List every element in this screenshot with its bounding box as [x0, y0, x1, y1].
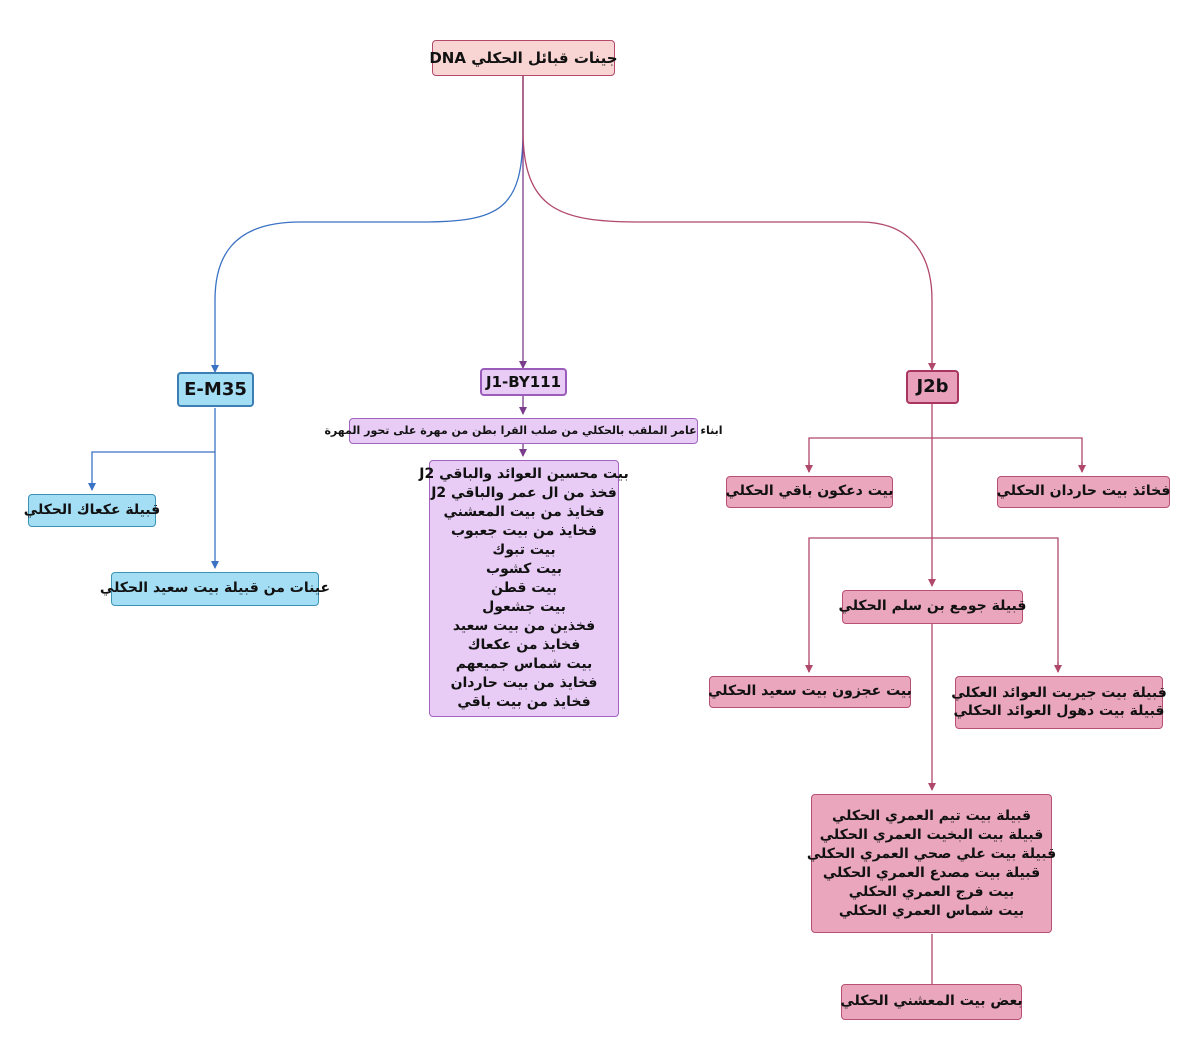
node-daakoon-label: بيت دعكون باقي الحكلي — [725, 483, 894, 500]
node-omari-tribes: قبيلة بيت تيم العمري الحكلي قبيلة بيت الب… — [807, 794, 1056, 933]
edge-j2b-mid-split — [808, 537, 1059, 672]
haplogroup-j2b: J2b — [906, 370, 959, 404]
haplogroup-j1-label: J1-BY111 — [485, 372, 562, 391]
node-ajzoon: بيت عجزون بيت سعيد الحكلي — [708, 676, 912, 708]
edge-root-to-j2b — [522, 76, 936, 371]
j1-list-line: فخايذ من عكعاك — [467, 637, 581, 653]
edge-j2b-top-split — [808, 437, 1083, 472]
j1-list-line: فخايذ من بيت جعبوب — [450, 523, 598, 539]
node-dahool-label: قبيلة بيت دهول العوائد الحكلي — [953, 702, 1165, 719]
node-hardan: فخائذ بيت حاردان الحكلي — [997, 476, 1170, 508]
omari-tribes-line: قبيلة بيت البخيت العمري الحكلي — [819, 826, 1044, 843]
j1-list-line: فخايذ من بيت حاردان — [450, 675, 598, 691]
j1-list-line: فخايذ من بيت المعشني — [443, 504, 605, 520]
omari-tribes-line: بيت فرج العمري الحكلي — [848, 883, 1015, 900]
omari-tribes-line: قبيلة بيت علي صحي العمري الحكلي — [806, 845, 1057, 862]
node-ajzoon-label: بيت عجزون بيت سعيد الحكلي — [708, 683, 912, 700]
j1-list-line: بيت قطن — [490, 580, 558, 596]
node-daakoon: بيت دعكون باقي الحكلي — [725, 476, 894, 508]
omari-tribes-line: قبيلة بيت تيم العمري الحكلي — [831, 807, 1032, 824]
node-hardan-label: فخائذ بيت حاردان الحكلي — [996, 483, 1171, 500]
root-label: جينات قبائل الحكلي DNA — [429, 48, 618, 67]
j1-list-line: فخايذ من بيت باقي — [457, 694, 591, 710]
j1-list-line: فخذين من بيت سعيد — [452, 618, 596, 634]
haplogroup-e-m35-label: E-M35 — [184, 378, 247, 400]
omari-tribes-line: بيت شماس العمري الحكلي — [838, 902, 1025, 919]
node-mashani-label: بعض بيت المعشني الحكلي — [840, 993, 1023, 1010]
node-jumaa-label: قبيلة جومع بن سلم الحكلي — [838, 598, 1027, 615]
node-j1-intro-label: ابناء عامر الملقب بالحكلي من صلب القرا ب… — [324, 424, 723, 438]
node-jumaa: قبيلة جومع بن سلم الحكلي — [839, 590, 1026, 624]
root-node: جينات قبائل الحكلي DNA — [429, 40, 618, 76]
node-j1-intro: ابناء عامر الملقب بالحكلي من صلب القرا ب… — [324, 418, 723, 444]
j1-list-line: فخذ من ال عمر والباقي J2 — [431, 485, 617, 501]
node-akaak: قبيلة عكعاك الحكلي — [24, 494, 160, 527]
node-jiriyt-label: قبيلة بيت جيريت العوائد العكلي — [951, 685, 1167, 702]
edge-root-to-e-m35 — [211, 76, 524, 373]
node-mashani: بعض بيت المعشني الحكلي — [840, 984, 1023, 1020]
haplogroup-j1: J1-BY111 — [480, 368, 567, 396]
j1-list-line: بيت محسين العوائد والباقي J2 — [419, 466, 629, 482]
j1-list-line: بيت كشوب — [486, 561, 562, 577]
node-bait-saeed-samples-label: عينات من قبيلة بيت سعيد الحكلي — [99, 580, 331, 597]
haplogroup-j2b-label: J2b — [916, 376, 949, 398]
edge-e-m35-to-akaak — [88, 451, 215, 491]
j1-list-line: بيت جشعول — [482, 599, 566, 615]
node-bait-saeed-samples: عينات من قبيلة بيت سعيد الحكلي — [100, 572, 330, 606]
j1-list-line: بيت تبوك — [492, 542, 556, 558]
node-j1-list: بيت محسين العوائد والباقي J2 فخذ من ال عم… — [419, 460, 629, 717]
j1-list-line: بيت شماس جميعهم — [455, 656, 593, 672]
node-jiriyt-dahool: قبيلة بيت جيريت العوائد العكلي قبيلة بيت… — [951, 676, 1167, 729]
haplogroup-e-m35: E-M35 — [177, 372, 254, 407]
node-akaak-label: قبيلة عكعاك الحكلي — [23, 501, 161, 518]
omari-tribes-line: قبيلة بيت مصدع العمري الحكلي — [822, 864, 1041, 881]
